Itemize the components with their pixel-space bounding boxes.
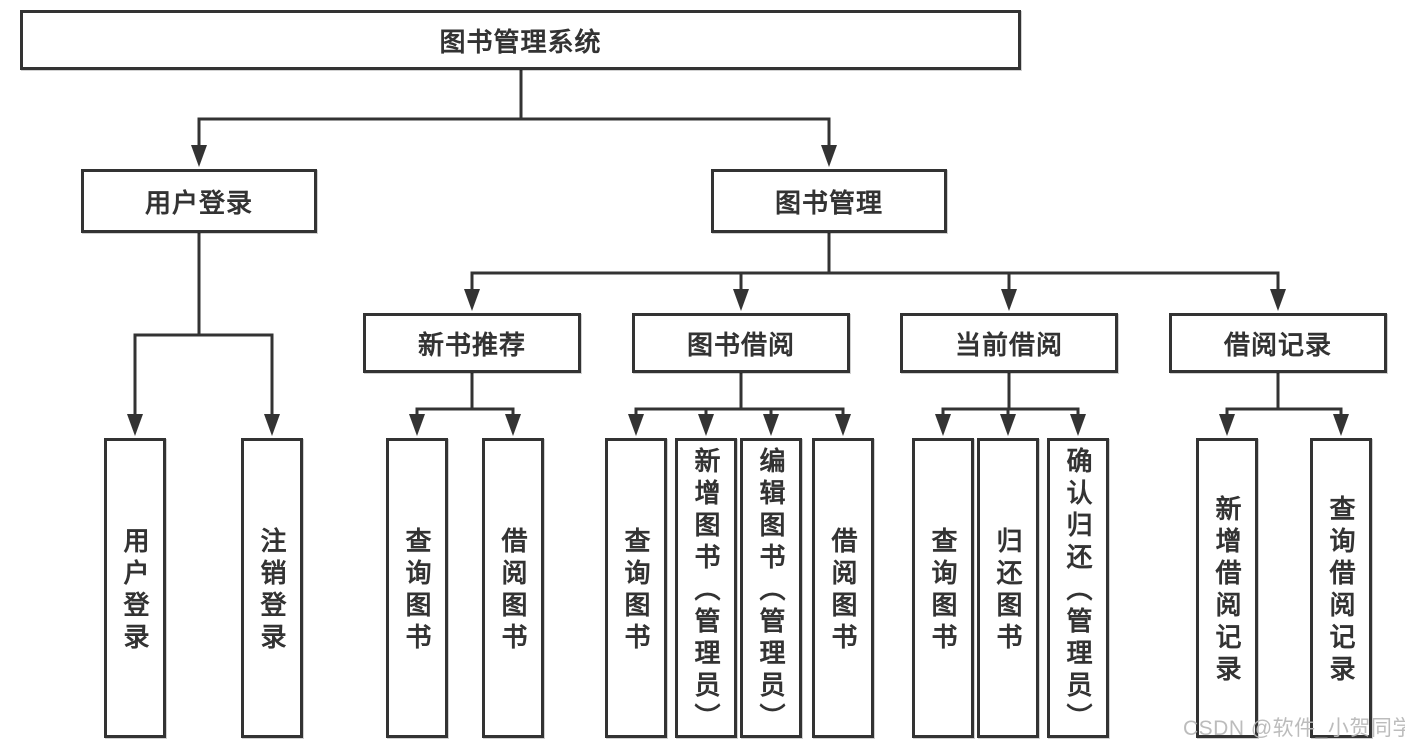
leaf-confirm-return-admin: 确认归还（管理员） <box>1047 438 1109 738</box>
node-current-borrowing: 当前借阅 <box>900 313 1118 373</box>
leaf-label: 查询图书 <box>928 527 958 655</box>
node-label: 图书管理 <box>774 187 883 218</box>
leaf-user-login: 用户登录 <box>104 438 166 738</box>
leaf-label: 归还图书 <box>993 527 1023 655</box>
leaf-label: 确认归还（管理员） <box>1063 447 1093 735</box>
node-new-book-recommendation: 新书推荐 <box>363 313 581 373</box>
watermark: CSDN @软件_小贺同学 <box>1183 717 1405 740</box>
node-label: 图书管理系统 <box>439 26 602 57</box>
leaf-query-books-current: 查询图书 <box>912 438 974 738</box>
node-label: 当前借阅 <box>954 329 1063 360</box>
leaf-logout: 注销登录 <box>241 438 303 738</box>
node-library-management-system: 图书管理系统 <box>20 10 1021 70</box>
leaf-label: 借阅图书 <box>498 527 528 655</box>
leaf-label: 新增借阅记录 <box>1212 495 1242 687</box>
leaf-add-borrow-record: 新增借阅记录 <box>1196 438 1258 738</box>
leaf-add-book-admin: 新增图书（管理员） <box>675 438 737 738</box>
leaf-label: 新增图书（管理员） <box>691 447 721 735</box>
node-borrowing-records: 借阅记录 <box>1169 313 1387 373</box>
leaf-query-borrow-record: 查询借阅记录 <box>1310 438 1372 738</box>
leaf-borrow-books-recommend: 借阅图书 <box>482 438 544 738</box>
leaf-borrow-books: 借阅图书 <box>812 438 874 738</box>
node-book-borrowing: 图书借阅 <box>632 313 850 373</box>
leaf-label: 查询图书 <box>621 527 651 655</box>
leaf-label: 用户登录 <box>120 527 150 655</box>
leaf-label: 借阅图书 <box>828 527 858 655</box>
leaf-label: 查询图书 <box>402 527 432 655</box>
leaf-label: 注销登录 <box>257 527 287 655</box>
leaf-query-books-borrowing: 查询图书 <box>605 438 667 738</box>
node-label: 图书借阅 <box>686 329 795 360</box>
node-book-management: 图书管理 <box>711 169 947 233</box>
node-label: 用户登录 <box>144 187 253 218</box>
node-label: 新书推荐 <box>417 329 526 360</box>
leaf-query-books-recommend: 查询图书 <box>386 438 448 738</box>
node-user-login: 用户登录 <box>81 169 317 233</box>
arrow-down-icons <box>127 145 1349 436</box>
leaf-edit-book-admin: 编辑图书（管理员） <box>740 438 802 738</box>
leaf-return-book: 归还图书 <box>977 438 1039 738</box>
leaf-label: 编辑图书（管理员） <box>756 447 786 735</box>
leaf-label: 查询借阅记录 <box>1326 495 1356 687</box>
node-label: 借阅记录 <box>1223 329 1332 360</box>
